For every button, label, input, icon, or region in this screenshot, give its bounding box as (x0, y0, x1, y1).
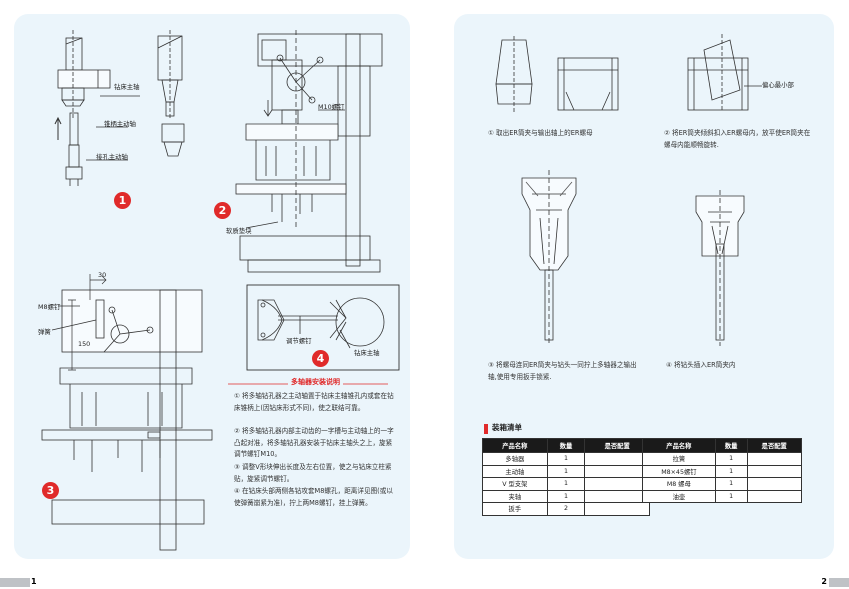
packing-title: 装箱清单 (492, 423, 522, 432)
label-spring: 弹簧 (38, 328, 51, 336)
header-quantity: 数量 (714, 438, 748, 453)
step-3-mount-on-spindle (521, 170, 577, 346)
step-2-badge: 2 (214, 202, 231, 219)
packing-table-1-header: 产品名称 数量 是否配置 (482, 438, 650, 453)
left-page: 1 2 3 4 钻床主轴 锥柄主动轴 接孔主动轴 M10螺钉 软质垫块 30 1… (0, 0, 424, 589)
left-page-number: 1 (31, 577, 37, 586)
install-step-3: ③ 调整V形块伸出长度及左右位置，使之与钻床立柱紧贴，旋紧调节螺钉。 (234, 463, 392, 483)
install-step-2: ② 将多轴钻孔器内部主动齿的一字槽与主动轴上的一字凸起对准，将多轴钻孔器安装于钻… (234, 427, 394, 459)
right-page-drawings (495, 34, 762, 346)
packing-title-marker (484, 424, 488, 434)
figure-3-installed-head (41, 274, 213, 551)
caption-step-1: ① 取出ER筒夹与输出轴上的ER螺母 (488, 129, 593, 137)
label-m10-screw: M10螺钉 (318, 103, 345, 111)
header-configured: 是否配置 (584, 438, 650, 453)
left-footer-bar (0, 578, 30, 587)
label-m8-screw: M8螺钉 (38, 303, 61, 311)
caption-step-3: ③ 将螺母连同ER筒夹与钻头一同拧上多轴器之输出轴,使用专用扳手锁紧. (488, 361, 637, 381)
packing-table-2-header: 产品名称 数量 是否配置 (642, 438, 802, 453)
right-page: 偏心最小部 ① 取出ER筒夹与输出轴上的ER螺母 ② 将ER筒夹倾斜扣入ER螺母… (426, 0, 849, 589)
caption-step-4: ④ 将钻头插入ER筒夹内 (666, 361, 736, 369)
header-product-name: 产品名称 (482, 438, 548, 453)
right-page-number: 2 (821, 577, 827, 586)
label-eccentric: 偏心最小部 (762, 81, 794, 89)
label-dim-30: 30 (98, 271, 107, 279)
label-taper-shank: 锥柄主动轴 (104, 120, 136, 128)
install-title: 多轴器安装说明 (288, 378, 343, 387)
step-2-tilt-collet (687, 34, 762, 112)
step-1-badge: 1 (114, 192, 131, 209)
right-footer-bar (829, 578, 849, 587)
left-content-panel (14, 14, 410, 559)
step-4-insert-drill (695, 190, 745, 346)
header-product-name: 产品名称 (642, 438, 716, 453)
header-quantity: 数量 (546, 438, 586, 453)
install-step-1: ① 将多轴钻孔器之主动轴置于钻床主轴锥孔内或套在钻床锥柄上(因钻床形式不同)，使… (234, 392, 394, 412)
header-configured: 是否配置 (746, 438, 802, 453)
label-hole-shaft: 接孔主动轴 (96, 153, 128, 161)
figure-4-v-block-detail (246, 284, 400, 371)
label-adjust-screw: 调节螺钉 (286, 337, 312, 345)
caption-step-2: ② 将ER筒夹倾斜扣入ER螺母内，放平使ER筒夹在螺母内能顺畅旋转. (664, 129, 811, 149)
left-page-drawings (41, 30, 400, 551)
label-soft-pad: 软质垫块 (226, 227, 252, 235)
step-3-badge: 3 (42, 482, 59, 499)
step-1-collet-and-nut (495, 36, 619, 112)
install-step-4: ④ 在钻床头部两侧各钻攻套M8螺孔，距离详见图(或以使弹簧崩紧为准)，拧上两M8… (234, 487, 393, 507)
figure-1-spindle-diagram (54, 30, 185, 186)
figure-2-drill-press (235, 30, 383, 273)
label-drill-spindle-detail: 钻床主轴 (354, 349, 380, 357)
step-4-badge: 4 (312, 350, 329, 367)
label-drill-spindle: 钻床主轴 (114, 83, 140, 91)
label-dim-150: 150 (78, 340, 91, 348)
